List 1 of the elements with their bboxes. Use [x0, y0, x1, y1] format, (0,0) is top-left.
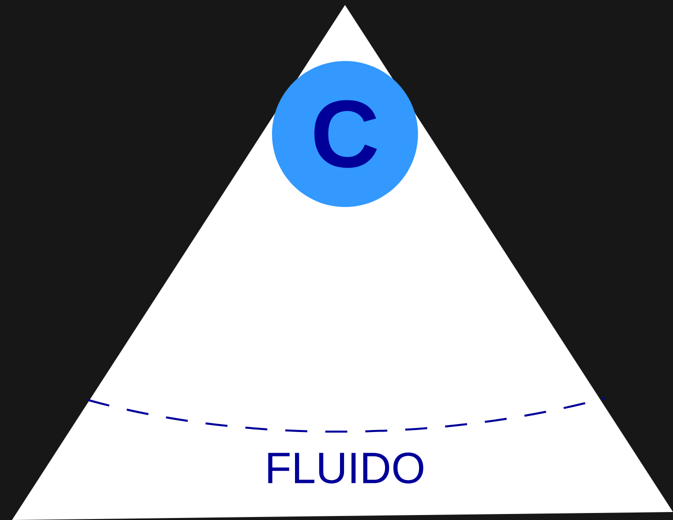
- fluid-label: FLUIDO: [268, 452, 424, 484]
